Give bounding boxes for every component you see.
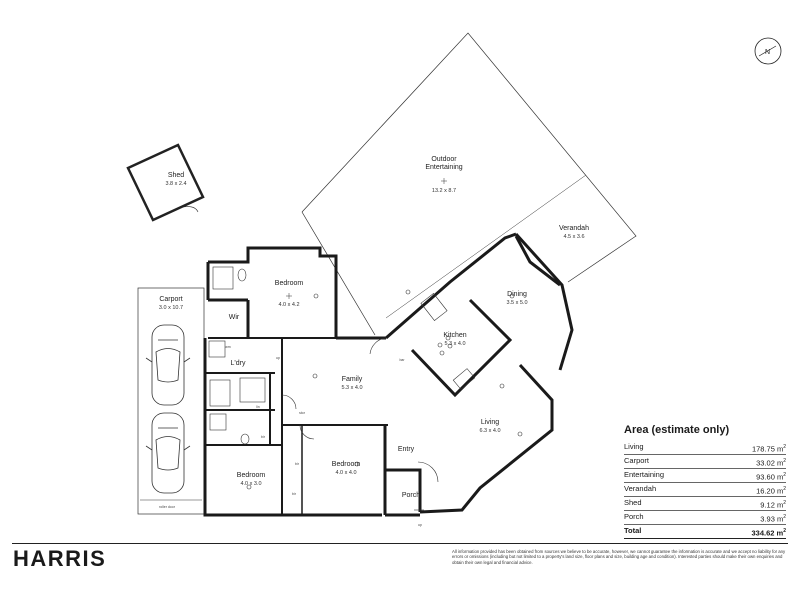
bedroom-left-name: Bedroom: [237, 472, 266, 479]
bir-label-3: bir: [292, 492, 297, 496]
dining-dims: 3.5 x 5.0: [506, 300, 527, 306]
wir-name: Wir: [229, 314, 240, 321]
area-label: Carport: [624, 456, 650, 465]
outdoor-dims: 13.2 x 8.7: [432, 188, 456, 194]
laundry-name: L'dry: [231, 360, 246, 367]
brand-logo: HARRIS: [13, 546, 107, 571]
porch-name: Porch: [402, 492, 420, 499]
shed-name: Shed: [168, 172, 184, 179]
wm-label: wm: [225, 345, 231, 349]
carport-name: Carport: [159, 296, 182, 303]
area-value: 178.75 m2: [751, 444, 786, 454]
area-total-value: 334.62 m2: [751, 528, 786, 538]
area-label: Porch: [624, 512, 644, 521]
bar-label: bar: [399, 358, 405, 362]
area-value: 33.02 m2: [756, 458, 786, 468]
verandah-dims: 4.5 x 3.6: [563, 234, 584, 240]
floor-plan: N Shed 3.8 x 2.4 Outdoor Entertaining 13…: [126, 32, 782, 527]
up-label-1: up: [276, 356, 280, 360]
bedroom-left-dims: 4.0 x 3.0: [240, 481, 261, 487]
outdoor-name-2: Entertaining: [425, 164, 462, 171]
footer-divider: [12, 543, 788, 544]
bedroom-mid-name: Bedroom: [332, 461, 361, 468]
area-label: Living: [624, 442, 644, 451]
area-row: Carport 33.02 m2: [624, 455, 786, 469]
car-icon: [145, 324, 191, 406]
dining-name: Dining: [507, 291, 527, 298]
bedroom-top-name: Bedroom: [275, 280, 304, 287]
carport: Carport 3.0 x 10.7 roller door: [137, 287, 205, 515]
fixtures: [208, 266, 523, 511]
area-label: Entertaining: [624, 470, 665, 479]
area-row: Verandah 16.20 m2: [624, 483, 786, 497]
shed: Shed 3.8 x 2.4: [126, 143, 205, 222]
bedroom-top-dims: 4.0 x 4.2: [278, 302, 299, 308]
area-total-label: Total: [624, 526, 642, 535]
area-row: Shed 9.12 m2: [624, 497, 786, 511]
shed-dims: 3.8 x 2.4: [165, 181, 186, 187]
verandah-name: Verandah: [559, 225, 589, 232]
living-name: Living: [481, 419, 499, 426]
area-total-row: Total 334.62 m2: [624, 525, 786, 539]
outdoor-entertaining: Outdoor Entertaining 13.2 x 8.7 Verandah…: [301, 32, 637, 336]
area-value: 16.20 m2: [756, 486, 786, 496]
area-table: Area (estimate only) Living 178.75 m2 Car…: [624, 424, 786, 539]
area-value: 9.12 m2: [760, 500, 786, 510]
roller-door-label: roller door: [159, 505, 176, 509]
outdoor-name-1: Outdoor: [431, 156, 457, 163]
stor-label: stor: [299, 411, 306, 415]
area-row: Porch 3.93 m2: [624, 511, 786, 525]
room-labels: Bedroom 4.0 x 4.2 Wir L'dry Family 5.3 x…: [225, 280, 527, 527]
area-label: Verandah: [624, 484, 657, 493]
area-label: Shed: [624, 498, 642, 507]
house-walls: [203, 232, 574, 517]
entry-name: Entry: [398, 446, 415, 453]
area-value: 93.60 m2: [756, 472, 786, 482]
area-title: Area (estimate only): [624, 424, 730, 436]
bir-label-1: bir: [261, 435, 266, 439]
up-label-2: up: [418, 523, 422, 527]
car-icon: [145, 412, 191, 494]
area-value: 3.93 m2: [760, 514, 786, 524]
compass-label: N: [765, 49, 770, 56]
area-row: Living 178.75 m2: [624, 441, 786, 455]
family-name: Family: [342, 376, 363, 383]
area-row: Entertaining 93.60 m2: [624, 469, 786, 483]
kitchen-name: Kitchen: [443, 332, 466, 339]
kitchen-dims: 5.3 x 4.0: [444, 341, 465, 347]
living-dims: 6.3 x 4.0: [479, 428, 500, 434]
north-arrow-icon: N: [754, 37, 782, 65]
family-dims: 5.3 x 4.0: [341, 385, 362, 391]
bedroom-mid-dims: 4.0 x 4.0: [335, 470, 356, 476]
bir-label-2: bir: [295, 462, 300, 466]
lin-label: lin: [256, 405, 260, 409]
disclaimer-text: All information provided has been obtain…: [452, 549, 786, 565]
carport-dims: 3.0 x 10.7: [159, 305, 183, 311]
